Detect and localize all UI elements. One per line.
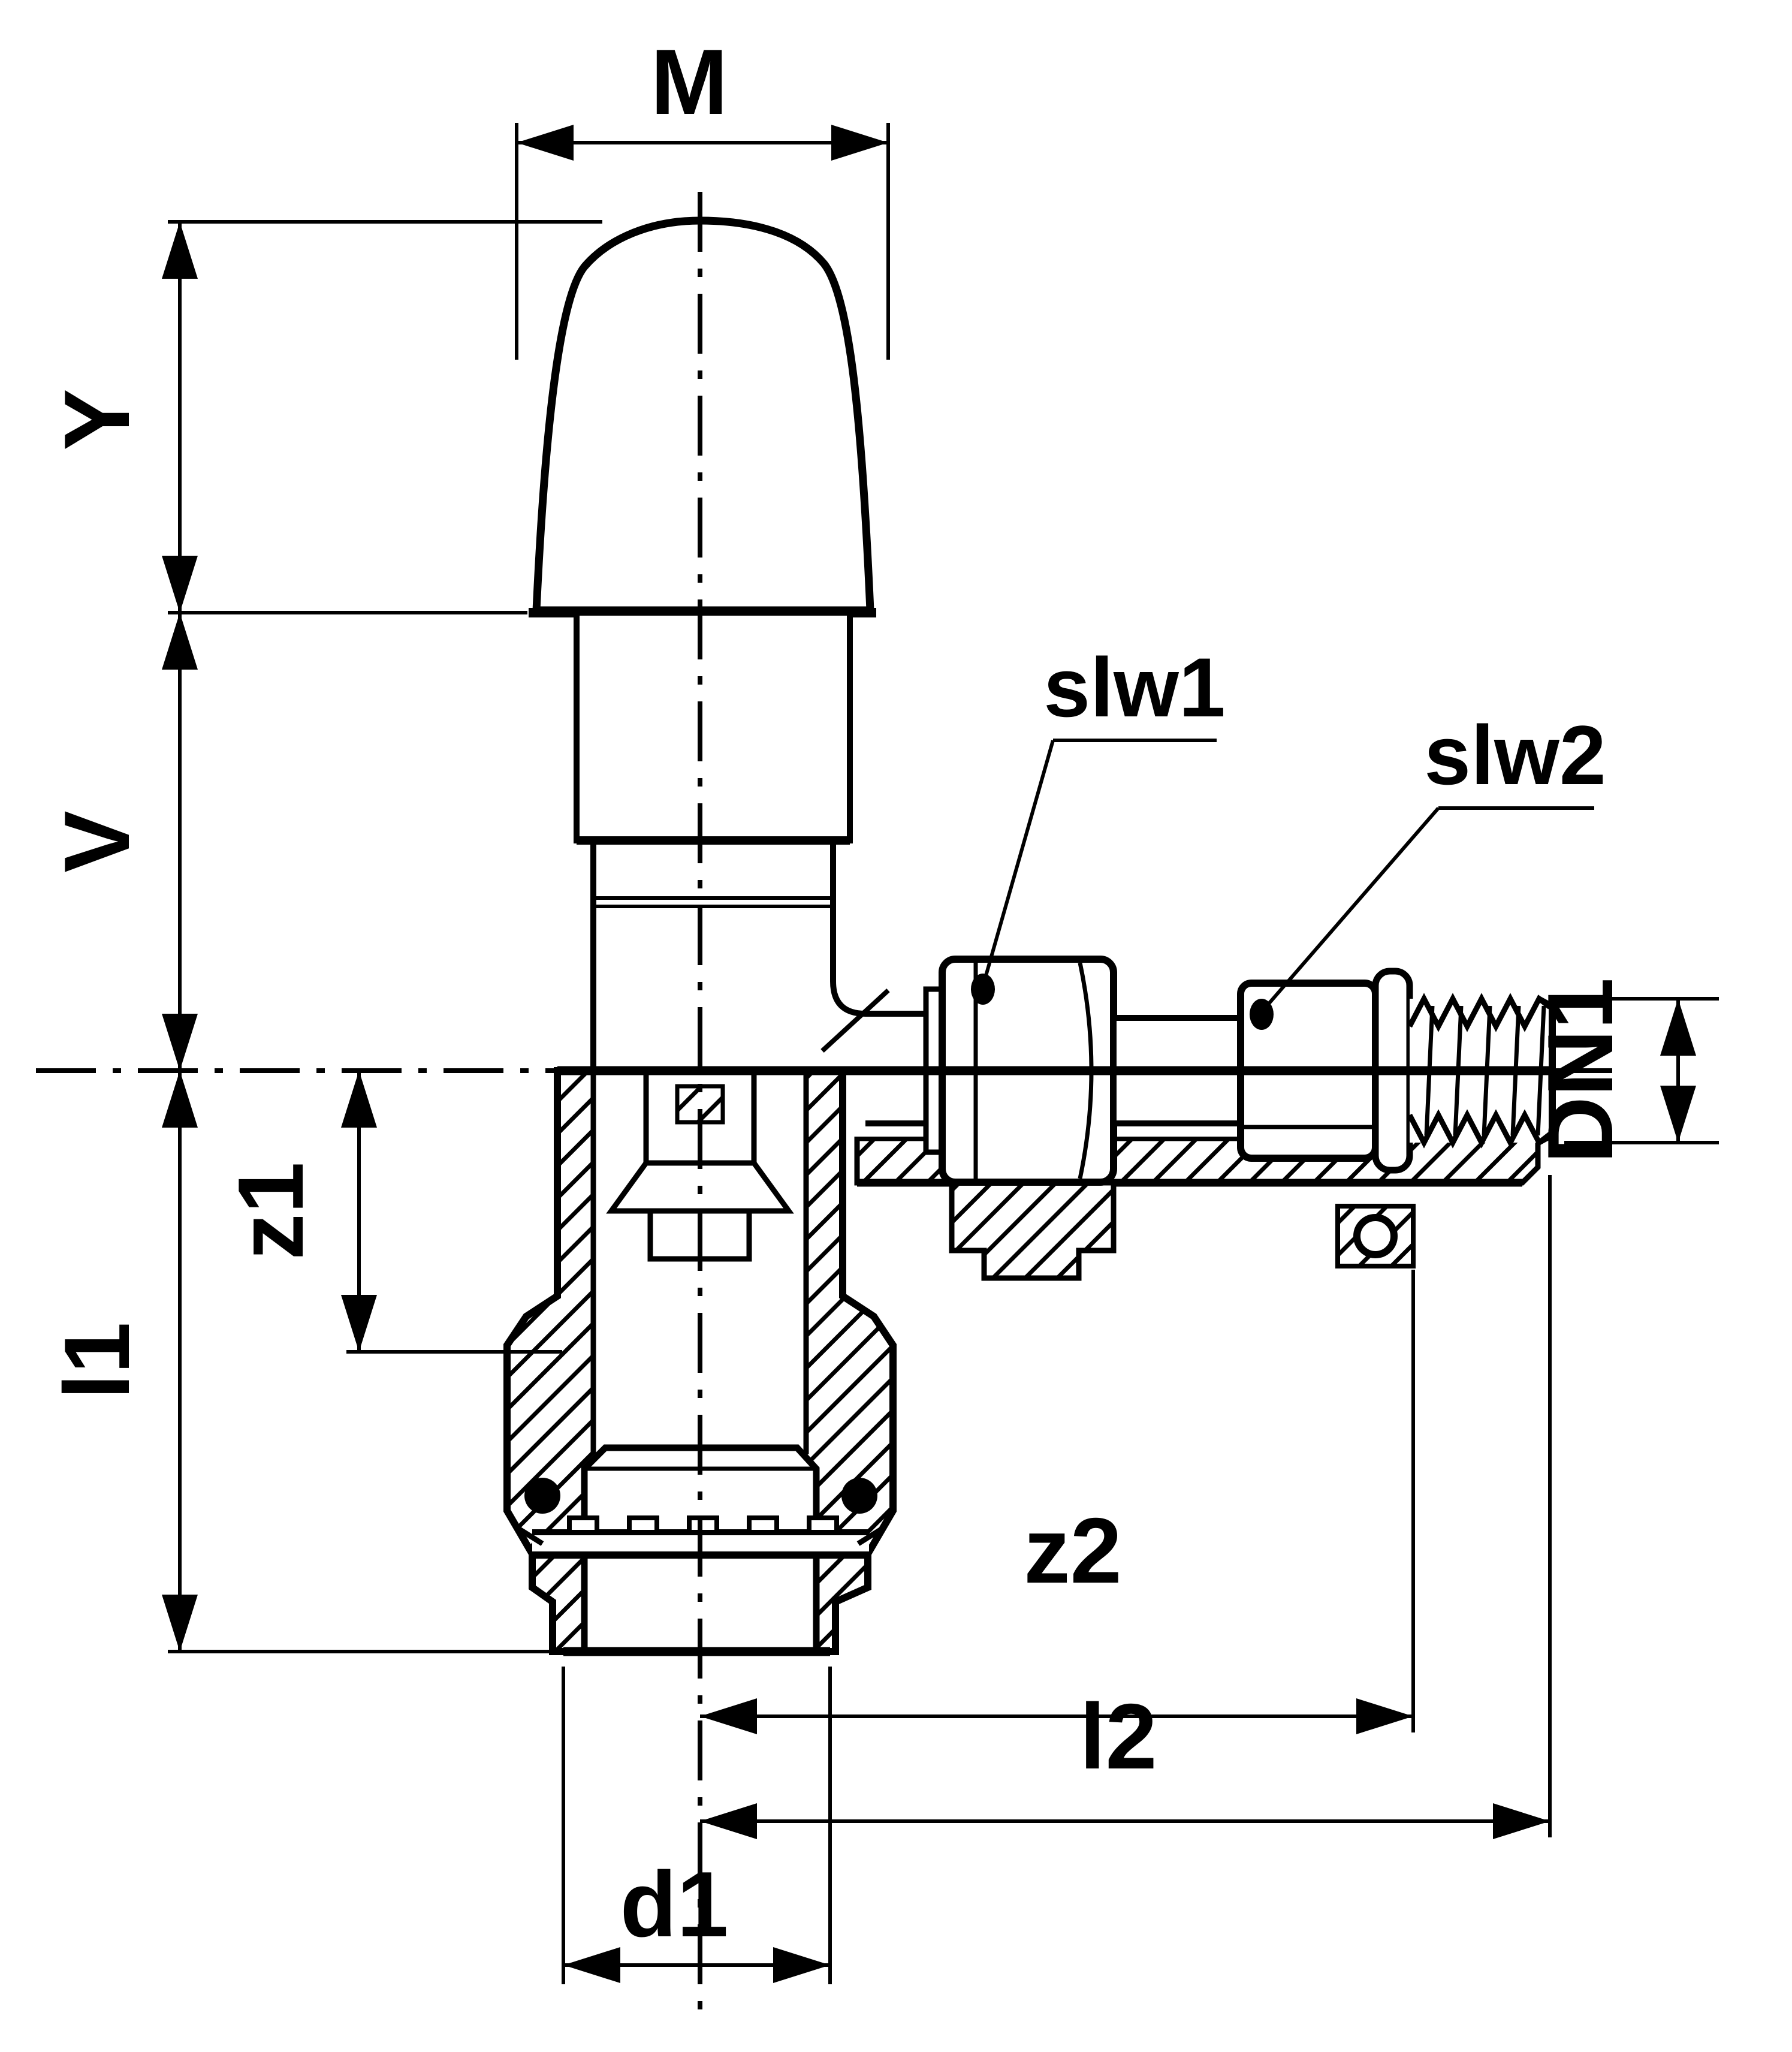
centerlines [36, 192, 1618, 2014]
handle-knob [532, 216, 874, 614]
label-l2: l2 [1079, 1685, 1157, 1788]
upper-parts [529, 216, 1556, 1186]
label-V: V [45, 810, 149, 872]
dimensions: M Y V l1 [45, 30, 1719, 1984]
label-z1: z1 [219, 1162, 322, 1260]
grip-ring-hook-left [515, 1525, 544, 1546]
thread-crest-bottom [1407, 1109, 1552, 1149]
dimension-M: M [515, 30, 890, 360]
callout-slw2: slw2 [1250, 708, 1606, 1030]
dimension-z2: z2 [700, 1270, 1415, 1734]
label-l1: l1 [45, 1322, 149, 1399]
oring-right [841, 1478, 877, 1514]
oring-left [524, 1478, 560, 1514]
chamfer-tick [820, 989, 890, 1053]
label-M: M [650, 30, 728, 134]
slw1-leader-dot [971, 974, 995, 1005]
callout-slw1: slw1 [971, 640, 1226, 1005]
dimension-l1: l1 [45, 1071, 551, 1653]
tail-oring [1353, 1214, 1398, 1258]
label-DN1: DN1 [1528, 978, 1632, 1164]
label-Y: Y [45, 388, 149, 450]
grip-ring-teeth [567, 1515, 839, 1535]
label-slw1: slw1 [1043, 640, 1226, 734]
seat-boss-hatch [949, 1180, 1117, 1281]
dimension-DN1: DN1 [1528, 978, 1719, 1164]
dimension-V: V [45, 613, 198, 1071]
pipe-end-chamfer-bottom [1537, 1133, 1554, 1145]
pipe-end-chamfer-top [1537, 996, 1554, 1008]
slw2-leader-dot [1250, 999, 1274, 1030]
label-z2: z2 [1024, 1499, 1122, 1602]
dimension-l2: l2 [700, 1175, 1552, 1839]
label-d1: d1 [620, 1852, 729, 1956]
dimension-d1: d1 [562, 1667, 832, 1984]
bonnet [574, 610, 853, 843]
label-slw2: slw2 [1424, 708, 1606, 802]
grip-ring-hook-right [856, 1525, 886, 1546]
dimension-z1: z1 [219, 1071, 562, 1354]
dimension-Y: Y [45, 220, 602, 614]
